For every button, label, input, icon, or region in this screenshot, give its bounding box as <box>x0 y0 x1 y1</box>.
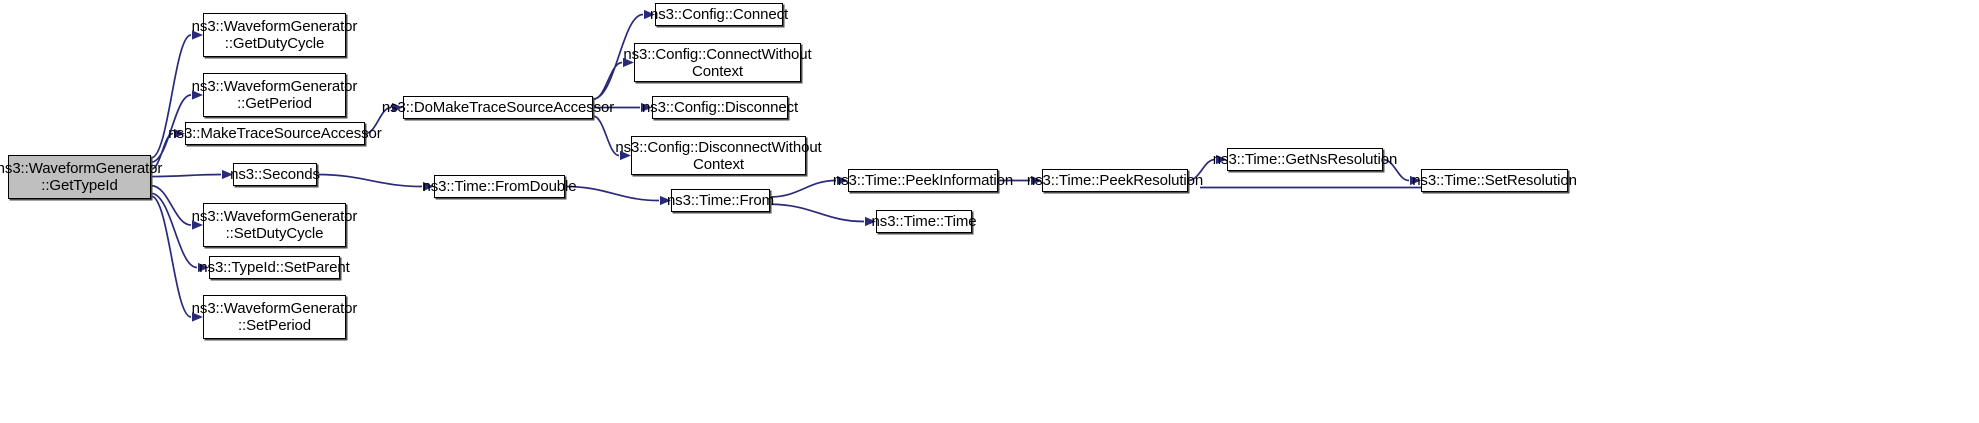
edge-fromDouble-to-from <box>564 185 660 202</box>
edge-getNsResolution-to-setResolution <box>1382 158 1410 182</box>
graph-node-doMakeTrace[interactable]: ns3::DoMakeTraceSourceAccessor <box>382 96 614 119</box>
edge-arrowhead <box>222 169 233 180</box>
edge-arrowhead <box>641 102 652 113</box>
edge-arrowhead <box>620 150 631 161</box>
edge-root-to-getPeriod <box>150 94 192 164</box>
graph-node-setResolution[interactable]: ns3::Time::SetResolution <box>1412 169 1577 192</box>
graph-node-timeTime[interactable]: ns3::Time::Time <box>872 210 977 233</box>
graph-node-from[interactable]: ns3::Time::From <box>667 189 774 212</box>
edge-doMakeTrace-to-disconnectWithout <box>592 115 620 157</box>
graph-node-makeTrace[interactable]: ns3::MakeTraceSourceAccessor <box>168 122 382 145</box>
graph-node-getNsResolution[interactable]: ns3::Time::GetNsResolution <box>1213 148 1397 171</box>
edge-arrowhead <box>192 220 203 230</box>
edge-root-to-seconds <box>150 173 222 178</box>
edge-root-to-setParent <box>150 192 198 269</box>
graph-node-connect[interactable]: ns3::Config::Connect <box>650 3 788 26</box>
edge-root-to-getDutyCycle <box>150 34 192 159</box>
graph-node-disconnect[interactable]: ns3::Config::Disconnect <box>642 96 798 119</box>
edge-root-to-setDutyCycle <box>150 184 192 226</box>
edge-from-to-timeTime <box>769 203 865 223</box>
edge-arrowhead <box>660 195 671 206</box>
edge-root-to-setPeriod <box>150 195 192 318</box>
graph-node-connectWithout[interactable]: ns3::Config::ConnectWithout Context <box>623 43 812 82</box>
edge-arrowhead <box>1410 175 1421 186</box>
edge-arrowhead <box>623 57 634 68</box>
edge-arrowhead <box>392 102 403 113</box>
edge-seconds-to-fromDouble <box>316 173 423 188</box>
graph-node-setPeriod[interactable]: ns3::WaveformGenerator ::SetPeriod <box>192 295 357 339</box>
graph-node-disconnectWithout[interactable]: ns3::Config::DisconnectWithout Context <box>615 136 822 175</box>
graph-node-peekResolution[interactable]: ns3::Time::PeekResolution <box>1027 169 1203 192</box>
edge-root-to-makeTrace <box>150 132 174 171</box>
graph-node-fromDouble[interactable]: ns3::Time::FromDouble <box>422 175 577 198</box>
edge-peekResolution-to-getNsResolution <box>1187 158 1216 182</box>
graph-node-getDutyCycle[interactable]: ns3::WaveformGenerator ::GetDutyCycle <box>192 13 357 57</box>
edge-arrowhead <box>644 9 655 20</box>
edge-arrowhead <box>423 181 434 192</box>
edge-arrowhead <box>1031 175 1042 186</box>
edge-arrowhead <box>198 262 209 273</box>
graph-node-peekInformation[interactable]: ns3::Time::PeekInformation <box>833 169 1013 192</box>
edge-arrowhead <box>174 128 185 139</box>
edge-from-to-peekInformation <box>769 179 837 198</box>
edge-arrowhead <box>865 216 876 227</box>
edge-doMakeTrace-to-connectWithout <box>592 61 623 101</box>
graph-node-setDutyCycle[interactable]: ns3::WaveformGenerator ::SetDutyCycle <box>192 203 357 247</box>
edge-arrowhead <box>192 30 203 40</box>
edge-makeTrace-to-doMakeTrace <box>364 106 392 135</box>
edge-arrowhead <box>1216 154 1227 165</box>
edge-arrowhead <box>192 90 203 100</box>
graph-node-setParent[interactable]: ns3::TypeId::SetParent <box>199 256 350 279</box>
graph-node-root: ns3::WaveformGenerator ::GetTypeId <box>0 155 162 199</box>
edge-arrowhead <box>837 175 848 186</box>
edge-arrowhead <box>192 312 203 322</box>
graph-node-getPeriod[interactable]: ns3::WaveformGenerator ::GetPeriod <box>192 73 357 117</box>
graph-node-seconds[interactable]: ns3::Seconds <box>230 163 320 186</box>
